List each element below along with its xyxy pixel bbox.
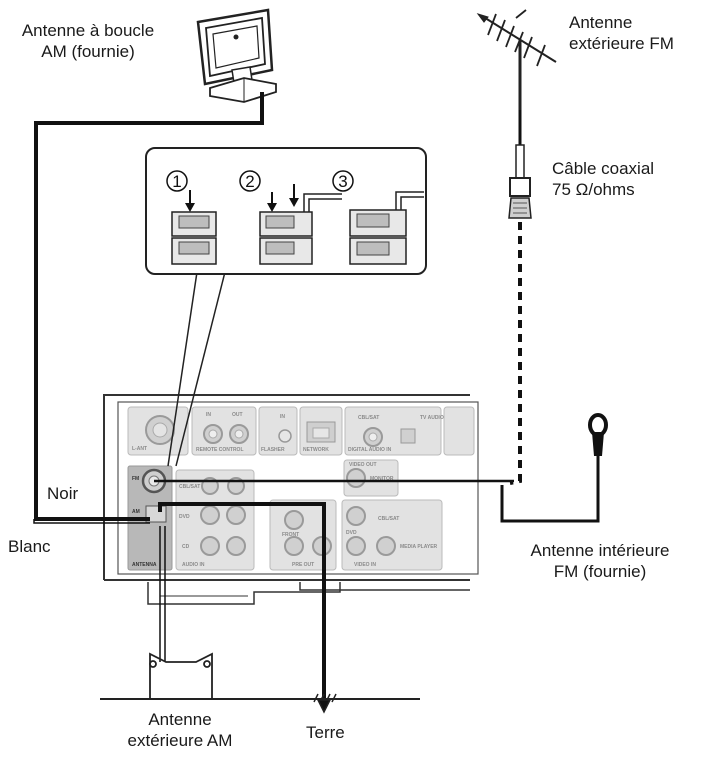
svg-text:DIGITAL AUDIO IN: DIGITAL AUDIO IN <box>348 447 392 453</box>
receiver-rear-panel: L-ANT IN OUT REMOTE CONTROL IN FLASHER N… <box>103 394 479 605</box>
svg-text:CBL/SAT: CBL/SAT <box>378 516 399 522</box>
step-1-label: 1 <box>172 172 181 191</box>
coax-label: Câble coaxial 75 Ω/ohms <box>552 158 654 200</box>
fm-outdoor-antenna <box>476 9 557 110</box>
am-outdoor-label: Antenne extérieure AM <box>100 709 260 751</box>
am-loop-label-line2: AM (fournie) <box>41 42 135 61</box>
svg-text:IN: IN <box>206 412 211 418</box>
am-loop-antenna <box>196 8 277 103</box>
pre-out-block <box>269 499 337 571</box>
step-3-label: 3 <box>338 172 347 191</box>
svg-text:TV AUDIO: TV AUDIO <box>420 415 444 421</box>
svg-text:FM: FM <box>132 476 139 482</box>
fm-indoor-label-line1: Antenne intérieure <box>530 541 670 560</box>
svg-text:AUDIO IN: AUDIO IN <box>182 562 205 568</box>
coax-connector <box>508 144 532 219</box>
flasher-block <box>258 406 298 456</box>
fm-outdoor-label-line1: Antenne <box>569 13 633 32</box>
svg-text:FLASHER: FLASHER <box>261 447 285 453</box>
fm-indoor-label-line2: FM (fournie) <box>553 562 647 581</box>
fm-indoor-antenna-tip <box>588 413 608 456</box>
blanc-label: Blanc <box>8 537 51 556</box>
terminal-step-3 <box>349 191 424 265</box>
svg-text:CBL/SAT: CBL/SAT <box>179 484 200 490</box>
svg-text:ANTENNA: ANTENNA <box>132 562 157 568</box>
svg-text:IN: IN <box>280 414 285 420</box>
svg-text:DVD: DVD <box>346 530 357 536</box>
svg-text:DVD: DVD <box>179 514 190 520</box>
svg-text:MONITOR: MONITOR <box>370 476 394 482</box>
svg-text:AM: AM <box>132 509 140 515</box>
noir-label: Noir <box>47 484 79 503</box>
fm-outdoor-label-line2: extérieure FM <box>569 34 674 53</box>
am-loop-label-line1: Antenne à boucle <box>21 21 155 40</box>
fm-outdoor-label: Antenne extérieure FM <box>569 12 674 54</box>
wiring <box>33 92 600 700</box>
am-outdoor-label-line2: extérieure AM <box>127 731 233 750</box>
terminal-step-2 <box>259 184 342 265</box>
terminal-detail-inset: 1 2 3 <box>145 147 427 467</box>
svg-text:REMOTE CONTROL: REMOTE CONTROL <box>196 447 244 453</box>
am-loop-label: Antenne à boucle AM (fournie) <box>2 20 174 62</box>
svg-text:PRE OUT: PRE OUT <box>292 562 314 568</box>
coax-label-line2: 75 Ω/ohms <box>552 180 635 199</box>
terre-label: Terre <box>306 723 345 742</box>
am-outdoor-antenna <box>100 652 420 700</box>
am-outdoor-label-line1: Antenne <box>148 710 212 729</box>
svg-text:FRONT: FRONT <box>282 532 299 538</box>
coax-label-line1: Câble coaxial <box>552 159 655 178</box>
video-in-block <box>341 499 443 571</box>
fm-indoor-label: Antenne intérieure FM (fournie) <box>500 540 700 582</box>
svg-text:L-ANT: L-ANT <box>132 446 147 452</box>
svg-text:OUT: OUT <box>232 412 243 418</box>
svg-text:CD: CD <box>182 544 190 550</box>
svg-text:VIDEO OUT: VIDEO OUT <box>349 462 377 468</box>
terminal-step-1 <box>171 190 217 265</box>
svg-text:NETWORK: NETWORK <box>303 447 329 453</box>
svg-text:VIDEO IN: VIDEO IN <box>354 562 376 568</box>
step-2-label: 2 <box>245 172 254 191</box>
svg-text:CBL/SAT: CBL/SAT <box>358 415 379 421</box>
ground-symbol <box>313 693 337 714</box>
svg-text:MEDIA PLAYER: MEDIA PLAYER <box>400 544 438 550</box>
